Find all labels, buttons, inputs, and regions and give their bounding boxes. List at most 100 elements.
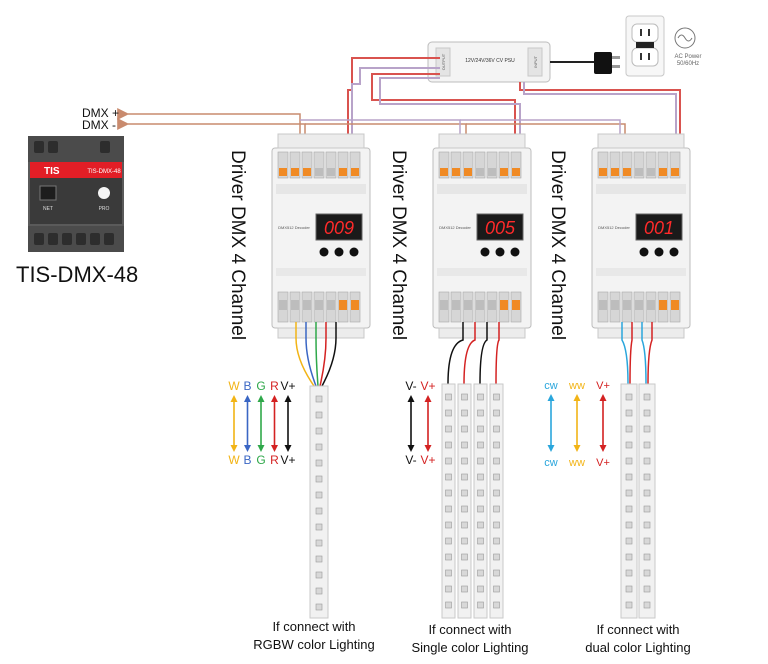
- led-chip: [445, 457, 452, 465]
- led-strip: [473, 383, 488, 619]
- caption-line1: If connect with: [428, 622, 512, 637]
- terminal-screw: [671, 168, 679, 176]
- led-chip: [477, 505, 484, 513]
- tis-device-title: TIS-DMX-48: [16, 262, 139, 287]
- led-chip: [477, 553, 484, 561]
- terminal-screw: [671, 300, 679, 310]
- driver-panel-label: DMX512 Decoder: [439, 225, 471, 230]
- terminal: [645, 151, 657, 179]
- led-chip: [461, 537, 468, 545]
- dmx-minus-label: DMX -: [82, 118, 116, 132]
- channel-arrow-head-down: [424, 445, 432, 452]
- terminal-screw: [488, 300, 496, 310]
- led-chip: [493, 489, 500, 497]
- led-chip: [315, 491, 323, 499]
- terminal-screw: [303, 300, 311, 310]
- terminal: [657, 151, 669, 179]
- led-chip: [461, 473, 468, 481]
- top-terminal-block: [438, 151, 522, 179]
- led-chip: [625, 521, 633, 529]
- led-chip: [643, 393, 651, 401]
- led-chip: [315, 555, 323, 563]
- led-strip: [620, 383, 638, 619]
- driver-display: [635, 213, 683, 241]
- channel-wire: [479, 322, 488, 385]
- channel-wire: [295, 322, 315, 387]
- terminal-screw: [303, 168, 311, 176]
- driver-label-strip: [596, 184, 686, 194]
- caption-single: If connect with Single color Lighting: [400, 621, 540, 657]
- led-chip: [625, 441, 633, 449]
- terminal-screw: [327, 300, 335, 310]
- led-chip: [625, 425, 633, 433]
- caption-dual: If connect with dual color Lighting: [568, 621, 708, 657]
- driver-bottom-rail: [597, 327, 685, 339]
- led-chip: [315, 427, 323, 435]
- led-chip: [445, 505, 452, 513]
- channel-wire: [621, 322, 629, 385]
- led-chip: [445, 585, 452, 593]
- top-terminal-block: [597, 151, 681, 179]
- led-chip: [445, 409, 452, 417]
- terminal: [337, 151, 349, 179]
- led-chip: [315, 603, 323, 611]
- led-chip: [445, 441, 452, 449]
- driver-button: [510, 247, 520, 257]
- channel-label-top: W: [228, 379, 240, 393]
- driver-label-strip: [437, 184, 527, 194]
- channel-wire: [629, 322, 633, 385]
- led-chip: [445, 393, 452, 401]
- ac-power-sub: 50/60Hz: [677, 61, 699, 67]
- terminal-screw: [659, 168, 667, 176]
- channel-label-top: ww: [568, 380, 585, 392]
- channel-label-top: B: [243, 379, 251, 393]
- channel-arrow-head-down: [230, 445, 238, 452]
- led-chip: [625, 393, 633, 401]
- led-chip: [643, 505, 651, 513]
- channel-label-bottom: R: [270, 453, 279, 467]
- led-chip: [461, 601, 468, 609]
- led-strip: [489, 383, 504, 619]
- channel-arrow-head-down: [244, 445, 251, 452]
- terminal-screw: [279, 300, 287, 310]
- terminal-screw: [611, 168, 619, 176]
- terminal-screw: [327, 168, 335, 176]
- led-chip: [643, 489, 651, 497]
- terminal: [669, 151, 681, 179]
- led-chip: [445, 473, 452, 481]
- led-chip: [493, 521, 500, 529]
- led-chip: [461, 425, 468, 433]
- led-chip: [493, 601, 500, 609]
- channel-arrow-head-up: [573, 394, 581, 401]
- terminal: [301, 151, 313, 179]
- channel-label-top: R: [270, 379, 279, 393]
- led-chip: [477, 393, 484, 401]
- terminal: [633, 151, 645, 179]
- tis-dmx-device: TIS TIS-DMX-48 NET PRO: [28, 136, 124, 252]
- channel-wire: [305, 322, 317, 387]
- terminal-screw: [351, 300, 359, 310]
- tis-brand: TIS: [44, 166, 60, 177]
- driver-label-strip-lower: [596, 268, 686, 276]
- led-chip: [643, 457, 651, 465]
- led-chip: [625, 601, 633, 609]
- caption-rgbw: If connect with RGBW color Lighting: [246, 618, 382, 654]
- channel-wire: [319, 322, 327, 387]
- driver-vertical-label: Driver DMX 4 Channel: [227, 150, 248, 340]
- terminal-screw: [623, 300, 631, 310]
- terminal: [621, 151, 633, 179]
- terminal: [349, 151, 361, 179]
- terminal-screw: [647, 300, 655, 310]
- led-chip: [477, 441, 484, 449]
- led-chip: [445, 521, 452, 529]
- terminal: [474, 151, 486, 179]
- terminal-screw: [512, 300, 520, 310]
- terminal: [325, 151, 337, 179]
- terminal: [609, 151, 621, 179]
- led-chip: [625, 569, 633, 577]
- terminal: [597, 151, 609, 179]
- led-chip: [493, 457, 500, 465]
- channel-label-bottom: V+: [596, 457, 610, 469]
- channel-arrow-head-up: [424, 395, 432, 402]
